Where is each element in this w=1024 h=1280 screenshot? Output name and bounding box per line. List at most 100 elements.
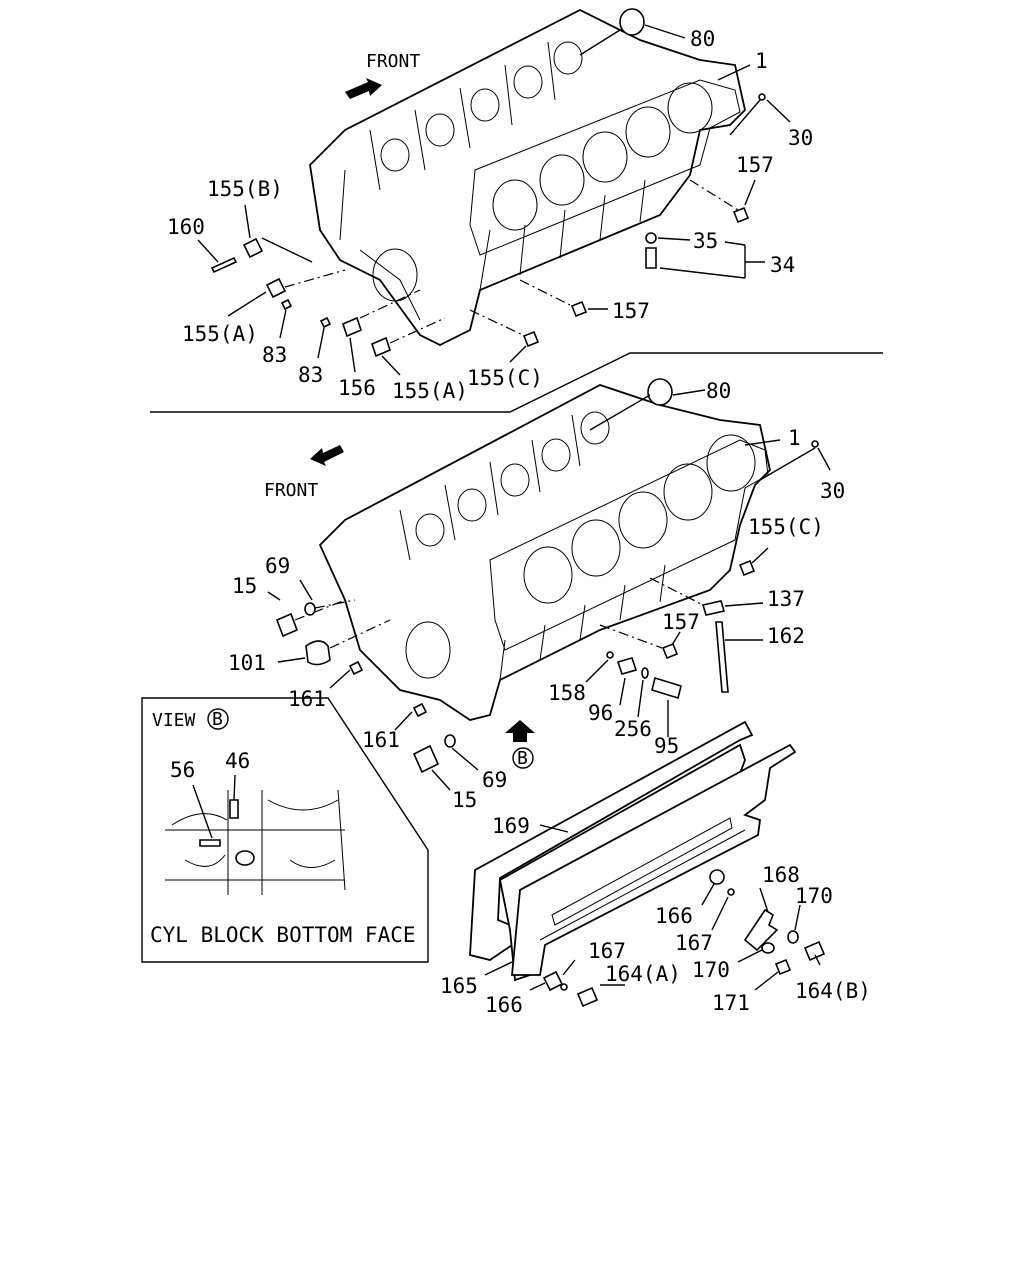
view-b-marker: B [517,748,528,769]
section-divider [150,352,883,413]
top-cylinder-block [309,8,746,347]
plug-155c-bottom [738,559,756,577]
top-leaders [197,24,791,376]
top-parts [210,8,766,358]
sender-95 [651,676,682,700]
pin-30-top [758,93,766,101]
callout-164b: 164(B) [795,979,871,1003]
plug-15-b [412,744,440,774]
baffle-plates [469,720,826,1008]
callout-162: 162 [767,624,805,648]
callout-256: 256 [614,717,652,741]
callout-169: 169 [492,814,530,838]
callout-170-a: 170 [795,884,833,908]
plug-166-a [709,869,725,885]
callout-155a-top-b: 155(A) [392,379,468,403]
callout-101: 101 [228,651,266,675]
plug-166-b [542,970,564,992]
plate-165 [469,720,754,961]
callout-157-bottom: 157 [662,610,700,634]
callout-168: 168 [762,863,800,887]
callout-171: 171 [712,991,750,1015]
callout-155c-bottom: 155(C) [748,515,824,539]
view-b-arrow: B [505,720,535,769]
callout-34: 34 [770,253,795,277]
front-arrow-top: FRONT [345,51,420,99]
callout-155c-top: 155(C) [467,366,543,390]
callout-83-b: 83 [298,363,323,387]
callout-156: 156 [338,376,376,400]
fitting-137 [701,600,726,616]
plug-157-top-b [570,300,588,318]
inset-frame [141,697,429,963]
inset-callout-56: 56 [170,758,195,782]
bottom-leaders [267,389,831,991]
plug-155c-top [522,330,540,348]
callout-161-b: 161 [362,728,400,752]
callout-95: 95 [654,734,679,758]
front-label-top: FRONT [366,51,420,72]
callout-167-b: 167 [588,939,626,963]
callout-30-bottom: 30 [820,479,845,503]
callout-30-top: 30 [788,126,813,150]
cap-80-bottom [647,378,673,406]
bolt-164b [803,940,826,962]
ball-167-a [727,888,735,896]
oring-69-b [444,734,456,748]
inset-plug [235,850,255,866]
callout-158: 158 [548,681,586,705]
callout-1-top: 1 [755,49,768,73]
bottom-labels: 80 1 30 155(C) 137 162 157 69 15 101 161… [228,379,871,1017]
callout-161-a: 161 [288,687,326,711]
washer-170-b [761,942,775,954]
callout-157-top-a: 157 [736,153,774,177]
view-b-inset: VIEW B 56 46 CYL BLOCK BOTTOM FACE [141,697,429,963]
callout-96: 96 [588,701,613,725]
plug-157-bottom [661,642,679,660]
callout-170-b: 170 [692,958,730,982]
dowel-161-b [412,702,428,718]
fitting-96 [616,657,638,675]
callout-80-bottom: 80 [706,379,731,403]
callout-69-b: 69 [482,768,507,792]
tube-162 [715,621,729,693]
washer-256 [641,667,649,679]
callout-160: 160 [167,215,205,239]
bracket-168 [743,908,779,952]
callout-166-b: 166 [485,993,523,1017]
inset-caption: CYL BLOCK BOTTOM FACE [150,923,416,947]
bolt-34 [645,247,657,269]
oring-35 [645,232,657,244]
dowel-83-b [319,316,332,329]
dowel-83-a [280,298,293,311]
bottom-parts [275,378,819,774]
callout-1-bottom: 1 [788,426,801,450]
callout-15-b: 15 [452,788,477,812]
seal-101 [305,640,331,666]
inset-part-56 [199,839,221,847]
callout-165: 165 [440,974,478,998]
pin-30-bottom [811,440,819,448]
pin-160 [210,256,238,274]
dowel-161-a [348,660,364,676]
cap-80-top [619,8,645,36]
callout-166-a: 166 [655,904,693,928]
callout-155b: 155(B) [207,177,283,201]
callout-167-a: 167 [675,931,713,955]
callout-157-top-b: 157 [612,299,650,323]
inset-marker: B [212,709,223,730]
callout-155a-top: 155(A) [182,322,258,346]
plug-15-a [275,612,299,638]
inset-part-46 [229,799,239,819]
ball-167-b [560,983,568,991]
ball-158 [606,651,614,659]
front-arrow-bottom: FRONT [264,445,344,501]
callout-137: 137 [767,587,805,611]
inset-callout-46: 46 [225,749,250,773]
plug-155a-top-b [371,336,391,358]
bolt-164a [576,986,599,1008]
plug-156 [342,316,362,338]
inset-title: VIEW [152,710,196,731]
